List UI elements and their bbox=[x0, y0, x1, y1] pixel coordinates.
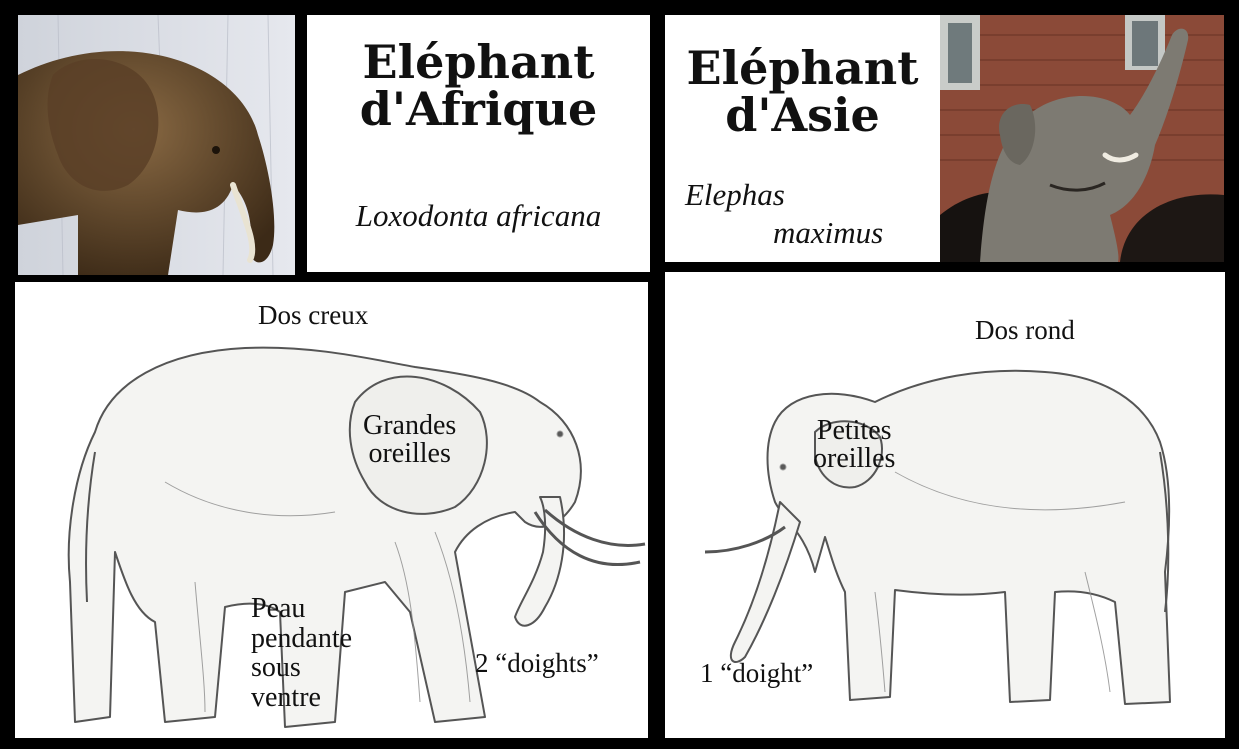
african-title: Eléphant d'Afrique bbox=[307, 39, 650, 133]
asian-ear-label-line2: oreilles bbox=[813, 445, 895, 473]
african-title-line2: d'Afrique bbox=[307, 86, 650, 133]
asian-scientific-line2: maximus bbox=[773, 215, 883, 251]
african-scientific-name: Loxodonta africana bbox=[307, 198, 650, 234]
african-skin-label-line1: Peau bbox=[251, 594, 352, 624]
african-back-label: Dos creux bbox=[258, 302, 368, 329]
african-trunk-label: 2 “doights” bbox=[475, 650, 599, 677]
asian-ear-label-line1: Petites bbox=[813, 417, 895, 445]
asian-diagram-panel: Dos rond Petites oreilles 1 “doight” bbox=[665, 272, 1225, 738]
asian-title-line1: Eléphant bbox=[665, 45, 940, 92]
african-skin-label-line3: sous bbox=[251, 653, 352, 683]
asian-back-label: Dos rond bbox=[975, 317, 1075, 344]
asian-ear-label: Petites oreilles bbox=[813, 417, 895, 473]
asian-title: Eléphant d'Asie bbox=[665, 45, 940, 139]
african-ear-label: Grandes oreilles bbox=[363, 412, 456, 468]
african-skin-label: Peau pendante sous ventre bbox=[251, 594, 352, 713]
african-elephant-photo bbox=[18, 15, 295, 275]
african-title-line1: Eléphant bbox=[307, 39, 650, 86]
african-ear-label-line2: oreilles bbox=[363, 440, 456, 468]
african-skin-label-line4: ventre bbox=[251, 683, 352, 713]
african-skin-label-line2: pendante bbox=[251, 624, 352, 654]
asian-title-panel: Eléphant d'Asie Elephas maximus bbox=[665, 15, 940, 262]
asian-title-line2: d'Asie bbox=[665, 92, 940, 139]
asian-elephant-photo bbox=[940, 15, 1224, 262]
asian-trunk-label: 1 “doight” bbox=[700, 660, 813, 687]
asian-scientific-line1: Elephas bbox=[685, 177, 785, 213]
african-title-panel: Eléphant d'Afrique Loxodonta africana bbox=[307, 15, 650, 272]
african-ear-label-line1: Grandes bbox=[363, 412, 456, 440]
african-diagram-panel: Dos creux Grandes oreilles Peau pendante… bbox=[15, 282, 648, 738]
